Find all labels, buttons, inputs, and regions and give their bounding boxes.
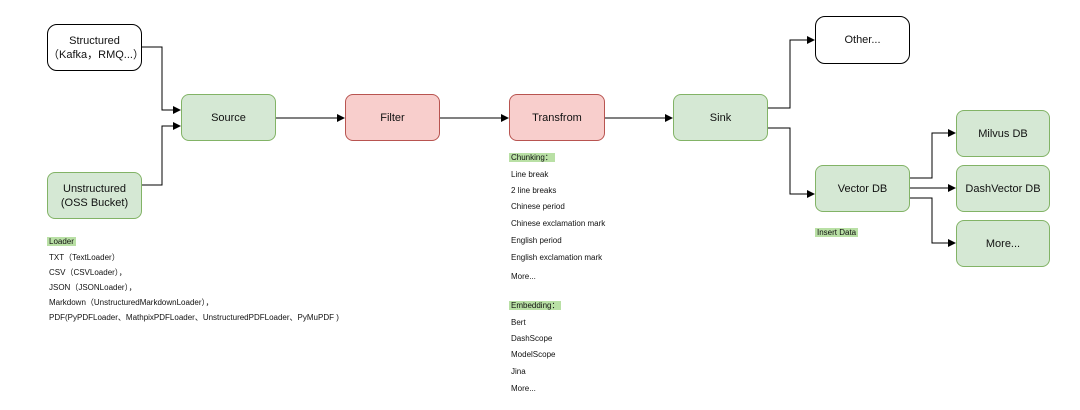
insert-data-label: Insert Data: [815, 228, 859, 238]
edge-unstructured-source: [142, 122, 181, 186]
loader-title: Loader: [47, 237, 76, 247]
loader-item: CSV（CSVLoader），: [49, 268, 127, 277]
embedding-title: Embedding：: [509, 301, 562, 311]
embedding-item: More...: [511, 384, 536, 393]
node-unstructured-line2: (OSS Bucket): [60, 196, 129, 209]
node-filter-label: Filter: [380, 111, 405, 124]
chunking-title-text: Chunking：: [509, 153, 555, 162]
node-structured-line2: （Kafka，RMQ...）: [48, 48, 144, 61]
node-unstructured-line1: Unstructured: [63, 182, 126, 195]
edge-structured-source: [142, 46, 181, 114]
node-transform-label: Transfrom: [532, 111, 582, 124]
loader-item: Markdown（UnstructuredMarkdownLoader），: [49, 298, 214, 307]
edge-vectordb-milvus: [910, 129, 956, 179]
node-dashvector-db: DashVector DB: [956, 165, 1050, 212]
node-milvus-db: Milvus DB: [956, 110, 1050, 157]
chunking-item: Chinese exclamation mark: [511, 219, 606, 228]
node-other: Other...: [815, 16, 910, 64]
node-other-label: Other...: [844, 34, 881, 46]
embedding-item: ModelScope: [511, 350, 556, 359]
loader-item: PDF(PyPDFLoader、MathpixPDFLoader、Unstruc…: [49, 313, 339, 322]
chunking-item: English period: [511, 236, 562, 245]
node-sink-label: Sink: [709, 111, 732, 124]
node-structured: Structured （Kafka，RMQ...）: [47, 24, 144, 71]
node-filter: Filter: [345, 94, 440, 141]
edge-sink-vectordb: [768, 127, 815, 198]
chunking-item: 2 line breaks: [511, 186, 557, 195]
node-source: Source: [181, 94, 276, 141]
node-unstructured: Unstructured (OSS Bucket): [47, 172, 142, 219]
node-vector-db: Vector DB: [815, 165, 910, 212]
chunking-item: English exclamation mark: [511, 253, 603, 262]
node-milvus-db-label: Milvus DB: [978, 127, 1028, 140]
edge-sink-other: [768, 36, 815, 109]
node-more-label: More...: [985, 237, 1021, 250]
node-source-label: Source: [211, 111, 246, 124]
loader-item: JSON（JSONLoader），: [49, 283, 137, 292]
node-sink: Sink: [673, 94, 768, 141]
node-structured-line1: Structured: [69, 34, 120, 47]
embedding-item: DashScope: [511, 334, 553, 343]
embedding-item: Jina: [511, 367, 526, 376]
embedding-item: Bert: [511, 318, 526, 327]
chunking-item: Line break: [511, 170, 549, 179]
node-dashvector-db-label: DashVector DB: [965, 182, 1041, 195]
node-more: More...: [956, 220, 1050, 267]
chunking-title: Chunking：: [509, 153, 555, 163]
node-vector-db-label: Vector DB: [837, 182, 888, 195]
loader-item: TXT（TextLoader）: [49, 253, 120, 262]
chunking-item: More...: [511, 272, 536, 281]
node-transform: Transfrom: [509, 94, 605, 141]
loader-title-text: Loader: [47, 237, 76, 246]
embedding-title-text: Embedding：: [509, 301, 562, 310]
chunking-item: Chinese period: [511, 202, 565, 211]
edge-vectordb-more: [910, 197, 956, 247]
insert-data-text: Insert Data: [815, 228, 859, 237]
